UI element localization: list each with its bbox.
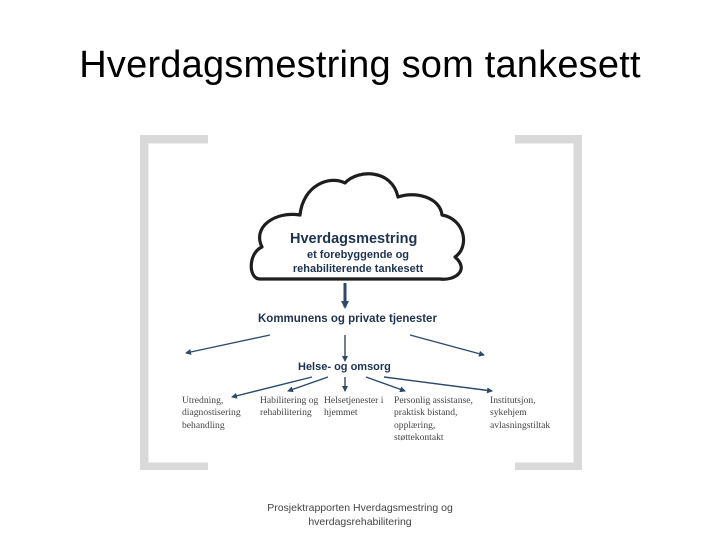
arrow-level2-2 [287,376,329,393]
left-bracket [140,135,208,470]
source-caption: Prosjektrapporten Hverdagsmestring og hv… [267,502,453,528]
arrow-level2-5 [383,376,493,394]
arrow-level2-4 [365,376,406,393]
arrow-level2-1 [231,376,313,399]
service-institusjon: Institutsjon, sykehjem avlasningstiltak [490,395,551,431]
cloud-shape [249,172,466,281]
cloud-subtitle: et forebyggende og rehabiliterende tanke… [292,249,424,275]
diagram-figure: Hverdagsmestring et forebyggende og reha… [140,135,582,470]
arrow-level1-left [185,334,271,355]
level2-label: Helse- og omsorg [298,361,391,373]
service-habilitering: Habilitering og rehabilitering [260,395,319,419]
slide-title: Hverdagsmestring som tankesett [79,44,641,86]
cloud-title: Hverdagsmestring [290,231,418,247]
level1-label: Kommunens og private tjenester [258,313,437,325]
diagram-graphics [140,135,582,470]
right-bracket [515,135,582,470]
service-personlig-assistanse: Personlig assistanse, praktisk bistand, … [394,395,473,444]
arrow-level1-right [409,334,485,357]
service-helsetjenester: Helsetjenester i hjemmet [324,395,384,419]
service-utredning: Utredning, diagnostisering behandling [182,395,241,431]
